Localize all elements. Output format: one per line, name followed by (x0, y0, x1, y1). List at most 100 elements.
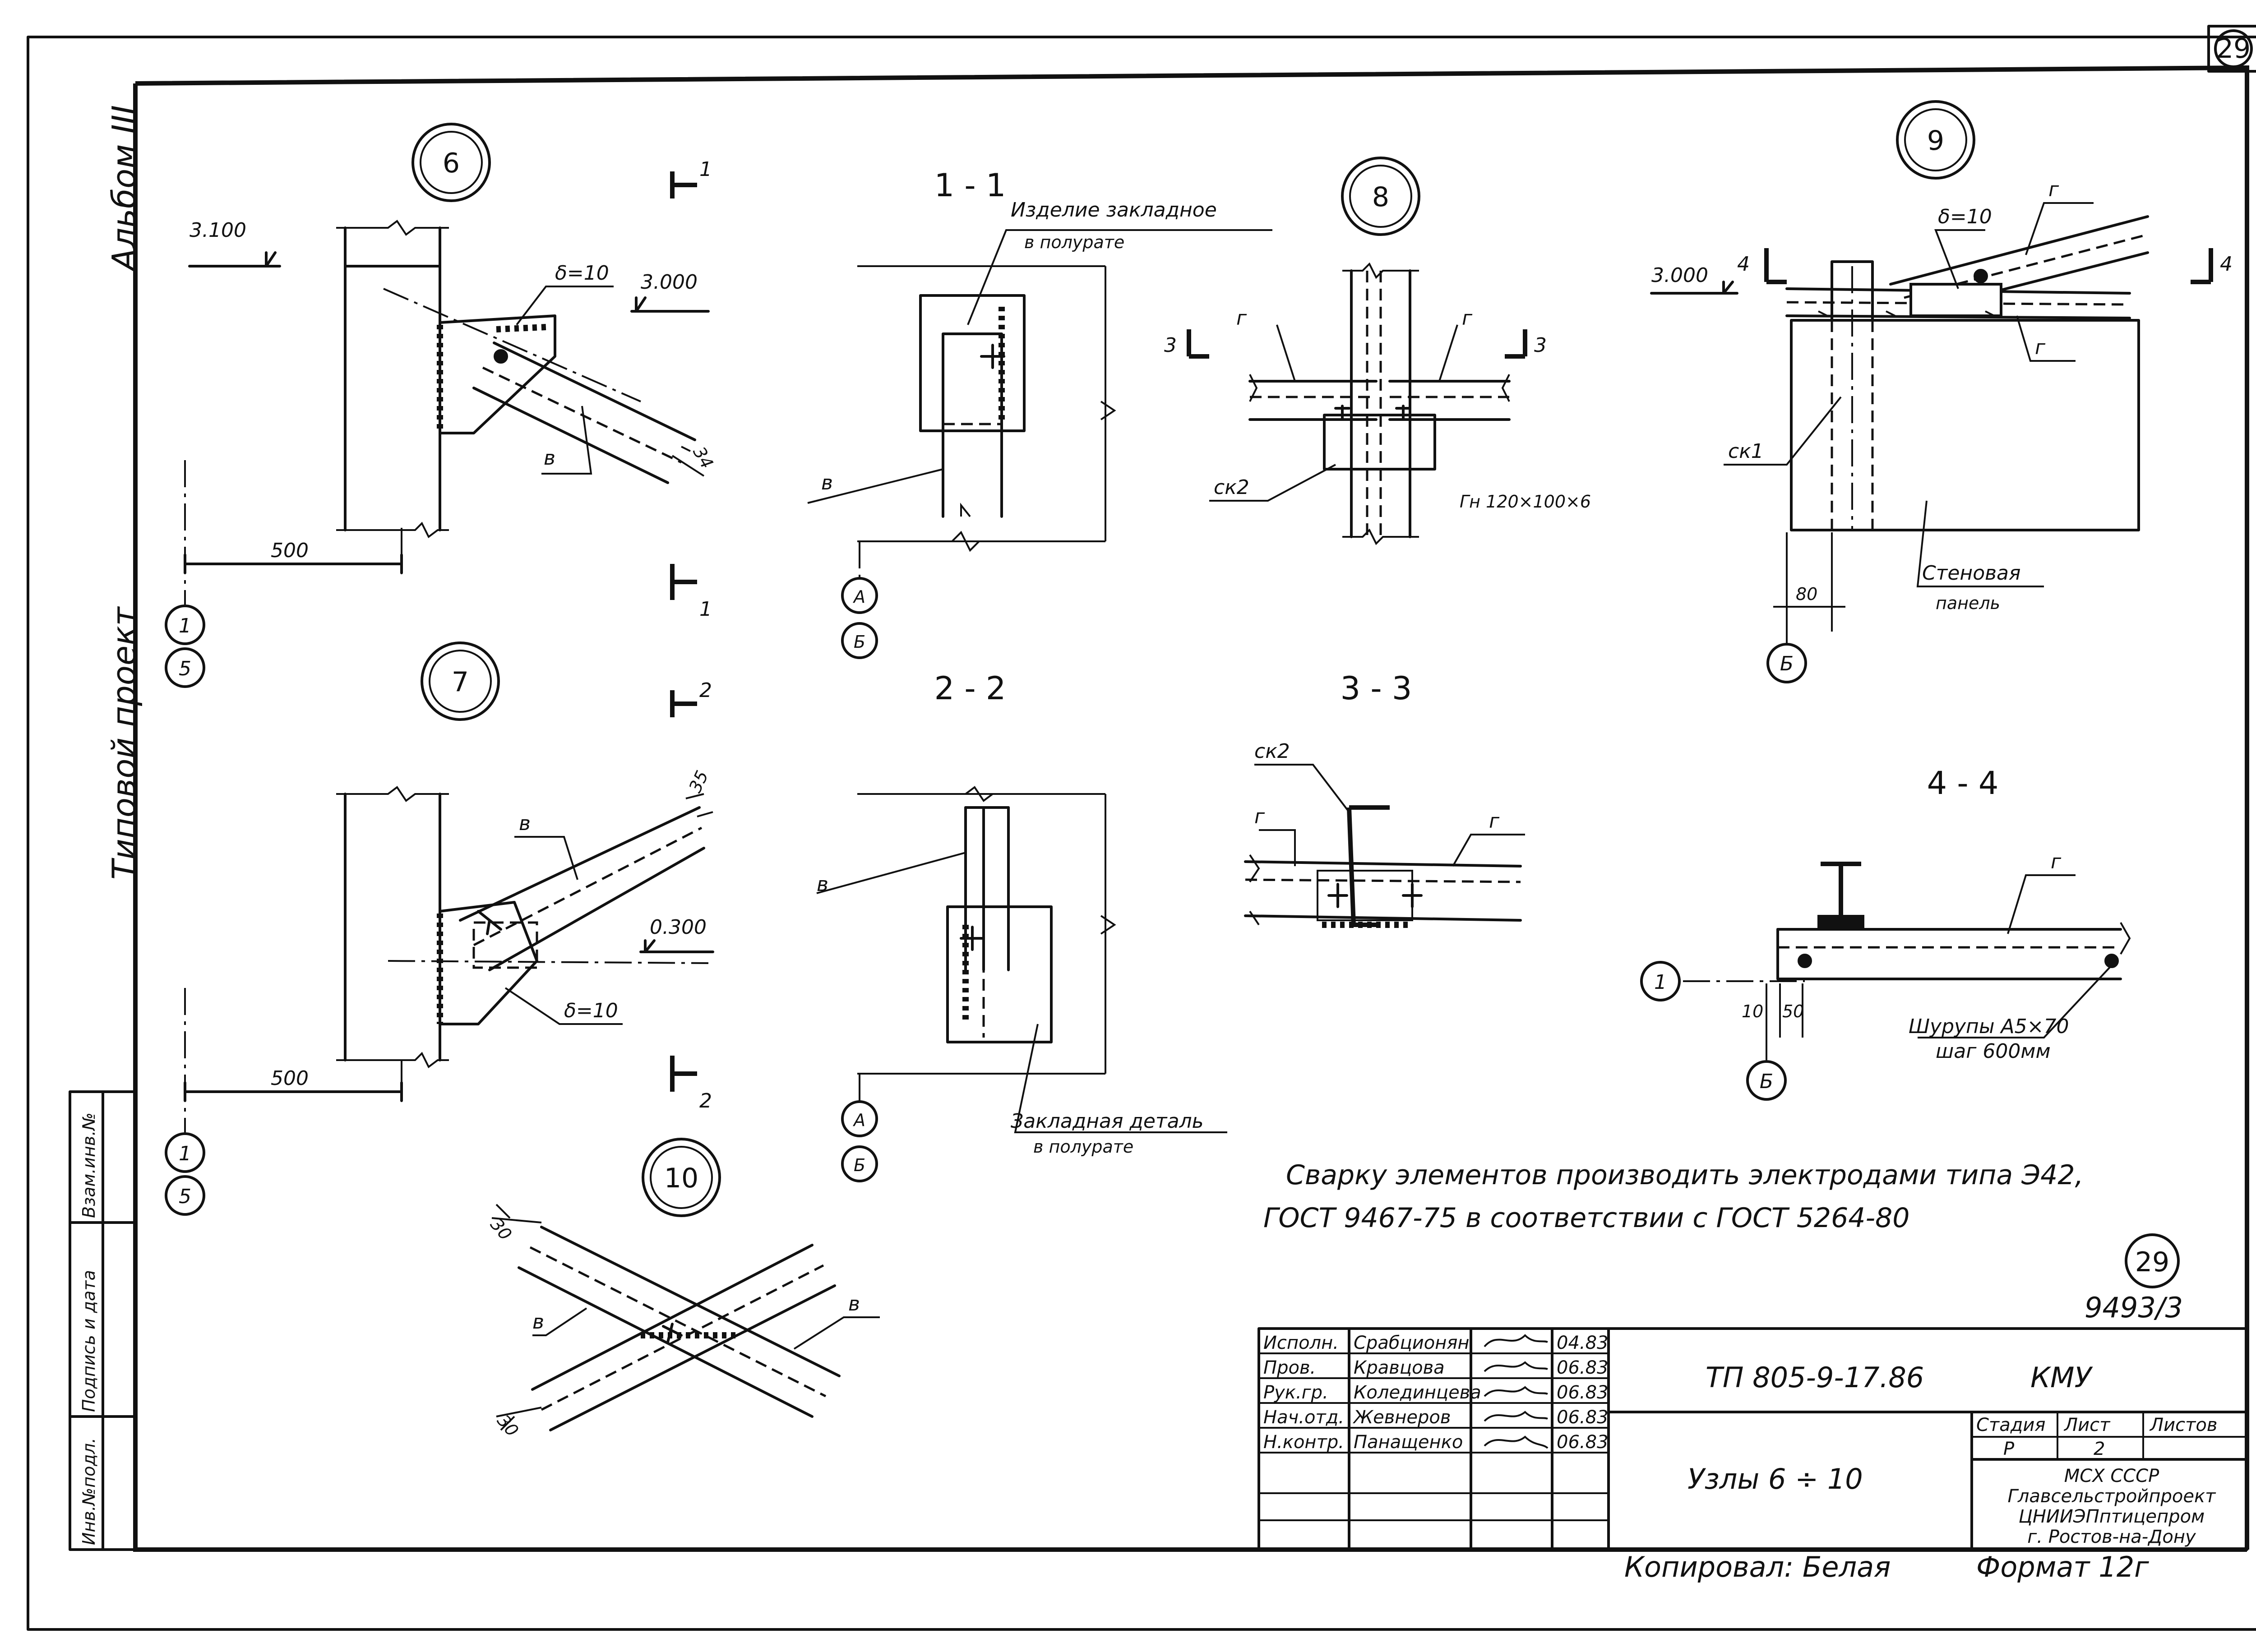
stamp-row-0-role: Исполн. (1263, 1333, 1339, 1353)
node-9-purlin-bot: г (2035, 336, 2046, 359)
node-9-elev: 3.000 (1651, 264, 1708, 287)
note-line-2: ГОСТ 9467-75 в соответствии с ГОСТ 5264-… (1263, 1202, 1909, 1234)
node-6-number: 6 (443, 148, 460, 179)
node-9-bracket: ск1 (1728, 440, 1764, 463)
stamp-row-3-name: Жевнеров (1352, 1407, 1451, 1428)
section-1-1-axis-b: Б (854, 632, 865, 652)
section-1-1-lead-1: Изделие закладное (1011, 198, 1217, 221)
section-3-3-purlin-l: г (1254, 805, 1265, 828)
node-8-purlin-r: г (1462, 307, 1473, 330)
section-2-2-lead-1: Закладная деталь (1011, 1110, 1204, 1133)
stamp-row-0-name: Срабционян (1354, 1333, 1470, 1353)
section-4-4-title: 4 - 4 (1927, 765, 1999, 802)
stamp-row-4-date: 06.83 (1557, 1432, 1609, 1453)
node-8-cut-r: 3 (1534, 334, 1547, 357)
node-6-plate: δ=10 (555, 262, 609, 285)
section-1-1-lead-2: в полурате (1024, 232, 1124, 252)
title-block (1257, 1233, 2248, 1551)
node-6-cut-top: 1 (699, 158, 712, 181)
sheet-number-circle (2214, 29, 2253, 68)
node-8-bracket: ск2 (1214, 476, 1249, 499)
stamp-org-2: Главсельстройпроект (2008, 1486, 2217, 1507)
stamp-stage: Р (2003, 1439, 2015, 1459)
side-stamp (69, 1090, 137, 1551)
node-9-cut-r: 4 (2220, 253, 2233, 276)
node-10-number: 10 (664, 1163, 698, 1194)
node-8: 8 г г ск2 Гн 120×100×6 3 3 (1164, 157, 1591, 545)
stamp-org-3: ЦНИИЭПптицепром (2019, 1506, 2205, 1527)
node-7-plate: δ=10 (564, 999, 618, 1022)
section-3-3-title: 3 - 3 (1341, 670, 1412, 707)
side-stamp-inv-orig: Инв.№подл. (79, 1438, 99, 1545)
node-10: 10 30 30 в в (486, 1138, 880, 1440)
stamp-row-1-name: Кравцова (1354, 1357, 1445, 1378)
node-7: 7 в 0.300 δ=10 35 500 1 5 2 (165, 641, 714, 1216)
stamp-stage-hdr: Стадия (1976, 1415, 2045, 1435)
node-8-cut-l: 3 (1164, 334, 1177, 357)
stamp-circle-no: 29 (2135, 1246, 2169, 1278)
section-2-2-axis-b: Б (854, 1155, 865, 1175)
project-type-label: Типовой проект (105, 606, 143, 880)
section-4-4-axis-1: 1 (1654, 971, 1667, 994)
section-4-4-dim-a: 10 (1742, 1001, 1763, 1021)
stamp-row-1-role: Пров. (1263, 1357, 1316, 1378)
node-7-number: 7 (452, 666, 469, 698)
stamp-row-2-role: Рук.гр. (1263, 1382, 1328, 1403)
section-4-4-screws-2: шаг 600мм (1936, 1040, 2051, 1063)
stamp-row-2-date: 06.83 (1557, 1382, 1609, 1403)
node-7-dim: 500 (271, 1067, 309, 1090)
node-9-wall-2: панель (1936, 593, 2000, 613)
section-4-4-dim-b: 50 (1782, 1001, 1804, 1021)
node-8-purlin-l: г (1236, 307, 1247, 330)
node-9-purlin-top: г (2048, 178, 2059, 201)
node-7-elev: 0.300 (650, 916, 707, 939)
node-7-member: в (519, 812, 531, 835)
node-6-circle (411, 123, 491, 202)
section-2-2-lead-2: в полурате (1033, 1137, 1133, 1157)
stamp-sheet-hdr: Лист (2063, 1415, 2111, 1435)
node-9-number: 9 (1927, 125, 1944, 157)
stamp-row-3-date: 06.83 (1557, 1407, 1609, 1428)
section-1-1-axis-a: А (852, 587, 865, 607)
section-1-1-title: 1 - 1 (934, 167, 1006, 204)
stamp-row-3-role: Нач.отд. (1263, 1407, 1344, 1428)
section-2-2-title: 2 - 2 (934, 670, 1006, 707)
node-6-member: в (544, 447, 555, 470)
node-7-axis-top: 1 (179, 1142, 191, 1165)
node-7-cut-top: 2 (699, 679, 712, 702)
node-10-member-r: в (848, 1292, 860, 1315)
section-4-4-purlin: г (2051, 850, 2062, 873)
node-10-member-l: в (532, 1311, 544, 1334)
node-9-axis: Б (1780, 652, 1794, 675)
node-7-axis-bot: 5 (179, 1185, 191, 1208)
node-9: 9 3.000 δ=10 г г ск1 Стеновая панель (1650, 100, 2233, 683)
stamp-archive-no: 9493/3 (2085, 1291, 2183, 1324)
node-9-plate: δ=10 (1938, 205, 1992, 228)
node-6: 6 3.100 3.000 δ=10 в 34 500 (165, 123, 717, 688)
sheet-number: 29 (2216, 33, 2251, 65)
node-9-wall-1: Стеновая (1922, 562, 2020, 585)
stamp-circle (2125, 1233, 2180, 1288)
section-2-2: 2 - 2 в Закладная деталь в полурате А Б (816, 670, 1227, 1182)
stamp-title: Узлы 6 ÷ 10 (1687, 1463, 1863, 1495)
node-6-axis-bot: 5 (179, 657, 191, 680)
section-3-3-purlin-r: г (1489, 810, 1500, 833)
album-label: Альбом III (105, 105, 143, 272)
section-4-4: 4 - 4 1 г 10 50 Б Шурупы А5×70 шаг 600мм (1640, 765, 2131, 1101)
side-stamp-vzam: Взам.инв.№ (79, 1112, 99, 1218)
section-3-3-bracket: ск2 (1254, 740, 1290, 763)
note-line-1: Сварку элементов производить электродами… (1286, 1159, 2084, 1191)
stamp-org-4: г. Ростов-на-Дону (2027, 1527, 2196, 1547)
section-2-2-axis-a: А (852, 1110, 865, 1130)
node-6-elev-left: 3.100 (190, 219, 246, 242)
section-1-1: 1 - 1 Изделие закладное в полурате в А Б (807, 167, 1272, 659)
stamp-org-1: МСХ СССР (2064, 1466, 2159, 1486)
stamp-sheet-no: 2 (2094, 1439, 2105, 1459)
node-6-dim: 500 (271, 539, 309, 562)
node-7-dim-end: 35 (685, 767, 712, 795)
node-9-dim: 80 (1796, 584, 1817, 604)
section-4-4-screws-1: Шурупы А5×70 (1909, 1015, 2069, 1038)
node-9-cut-l: 4 (1737, 253, 1750, 276)
stamp-mark: КМУ (2030, 1361, 2094, 1394)
